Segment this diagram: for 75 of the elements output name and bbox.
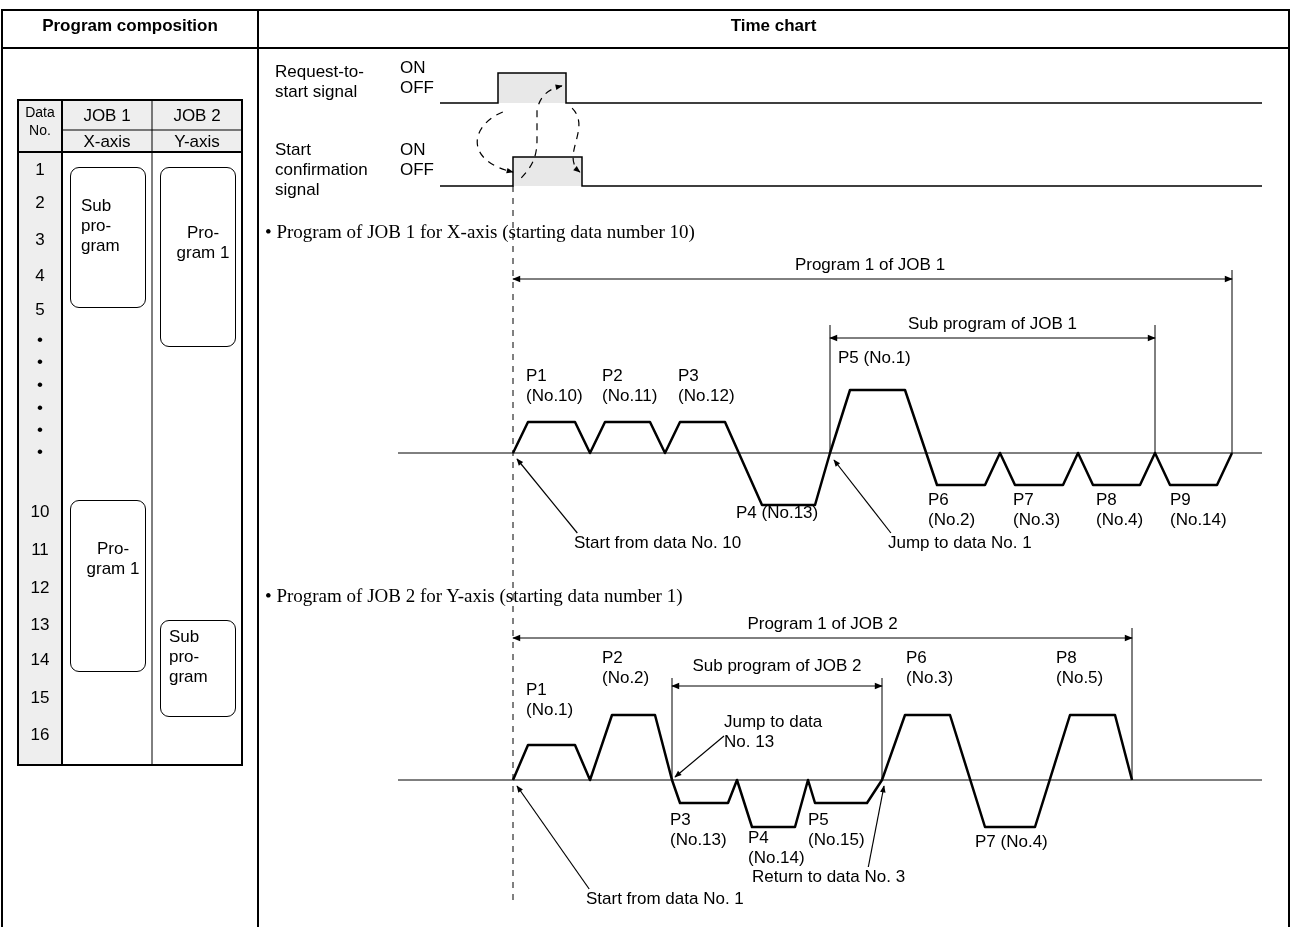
row-number: 12 xyxy=(29,578,51,598)
point-label: P7 (No.3) xyxy=(1013,490,1062,530)
point-label: P1 (No.1) xyxy=(526,680,575,720)
row-number: 10 xyxy=(29,502,51,522)
dimension-label: Program 1 of JOB 2 xyxy=(746,614,899,634)
signal-name: Request-to-start signal xyxy=(275,62,365,102)
dashed-arrow xyxy=(476,111,514,173)
speed-waveform xyxy=(511,388,1234,507)
state-label: OFF xyxy=(400,78,434,98)
point-label: P2 (No.11) xyxy=(602,366,659,406)
point-label: P6 (No.3) xyxy=(906,648,955,688)
column-header: X-axis xyxy=(82,132,132,152)
row-marker: • xyxy=(36,420,44,440)
annotation: Jump to data No. 1 xyxy=(888,533,1032,553)
row-number: 5 xyxy=(34,300,46,320)
point-label: P5 (No.15) xyxy=(808,810,866,850)
annotation: Return to data No. 3 xyxy=(752,867,906,887)
point-label: P8 (No.4) xyxy=(1096,490,1145,530)
point-label: P8 (No.5) xyxy=(1056,648,1105,688)
dashed-arrow xyxy=(571,107,581,173)
column-header: Data No. xyxy=(24,103,56,139)
leader-arrow xyxy=(516,458,578,534)
state-label: ON xyxy=(400,58,426,78)
point-label: P1 (No.10) xyxy=(526,366,584,406)
section-heading: • Program of JOB 1 for X-axis (starting data number 10) xyxy=(265,222,695,242)
block-label: Pro- gram 1 xyxy=(175,223,231,263)
program-block xyxy=(70,167,146,308)
row-marker: • xyxy=(36,330,44,350)
state-label: OFF xyxy=(400,160,434,180)
block-label: Sub pro- gram xyxy=(81,196,121,256)
point-label: P7 (No.4) xyxy=(975,832,1048,852)
block-label: Sub pro- gram xyxy=(169,627,209,687)
section-heading: • Program of JOB 2 for Y-axis (starting data number 1) xyxy=(265,586,683,606)
column-header: JOB 2 xyxy=(172,106,222,126)
row-number: 3 xyxy=(34,230,46,250)
row-number: 13 xyxy=(29,615,51,635)
row-marker: • xyxy=(36,375,44,395)
program-block xyxy=(160,167,236,347)
point-label: P5 (No.1) xyxy=(838,348,911,368)
row-number: 15 xyxy=(29,688,51,708)
row-number: 16 xyxy=(29,725,51,745)
block-label: Pro- gram 1 xyxy=(85,539,141,579)
row-number: 2 xyxy=(34,193,46,213)
point-label: P3 (No.13) xyxy=(670,810,728,850)
annotation: Start from data No. 10 xyxy=(574,533,742,553)
program-block xyxy=(160,620,236,717)
dashed-arrow xyxy=(520,84,563,179)
row-marker: • xyxy=(36,442,44,462)
point-label: P9 (No.14) xyxy=(1170,490,1228,530)
leader-arrow xyxy=(833,459,892,534)
leader-arrow xyxy=(674,735,725,778)
row-number: 14 xyxy=(29,650,51,670)
point-label: P6 (No.2) xyxy=(928,490,977,530)
dimension-label: Sub program of JOB 1 xyxy=(906,314,1079,334)
column-header: JOB 1 xyxy=(82,106,132,126)
dimension-label: Program 1 of JOB 1 xyxy=(793,255,947,275)
leader-arrow xyxy=(867,785,886,868)
signal-name: Start confirmation signal xyxy=(275,140,369,200)
column-header: Program composition xyxy=(41,16,219,36)
column-header: Time chart xyxy=(729,16,818,36)
row-number: 4 xyxy=(34,266,46,286)
state-label: ON xyxy=(400,140,426,160)
dimension-label: Sub program of JOB 2 xyxy=(691,656,863,676)
program-block xyxy=(70,500,146,672)
column-header: Y-axis xyxy=(173,132,221,152)
row-number: 11 xyxy=(30,540,50,560)
row-number: 1 xyxy=(34,160,46,180)
row-marker: • xyxy=(36,398,44,418)
annotation: Jump to data No. 13 xyxy=(724,712,836,752)
leader-arrow xyxy=(516,785,590,890)
point-label: P2 (No.2) xyxy=(602,648,651,688)
row-marker: • xyxy=(36,352,44,372)
point-label: P4 (No.13) xyxy=(736,503,819,523)
annotation: Start from data No. 1 xyxy=(586,889,744,909)
point-label: P3 (No.12) xyxy=(678,366,736,406)
